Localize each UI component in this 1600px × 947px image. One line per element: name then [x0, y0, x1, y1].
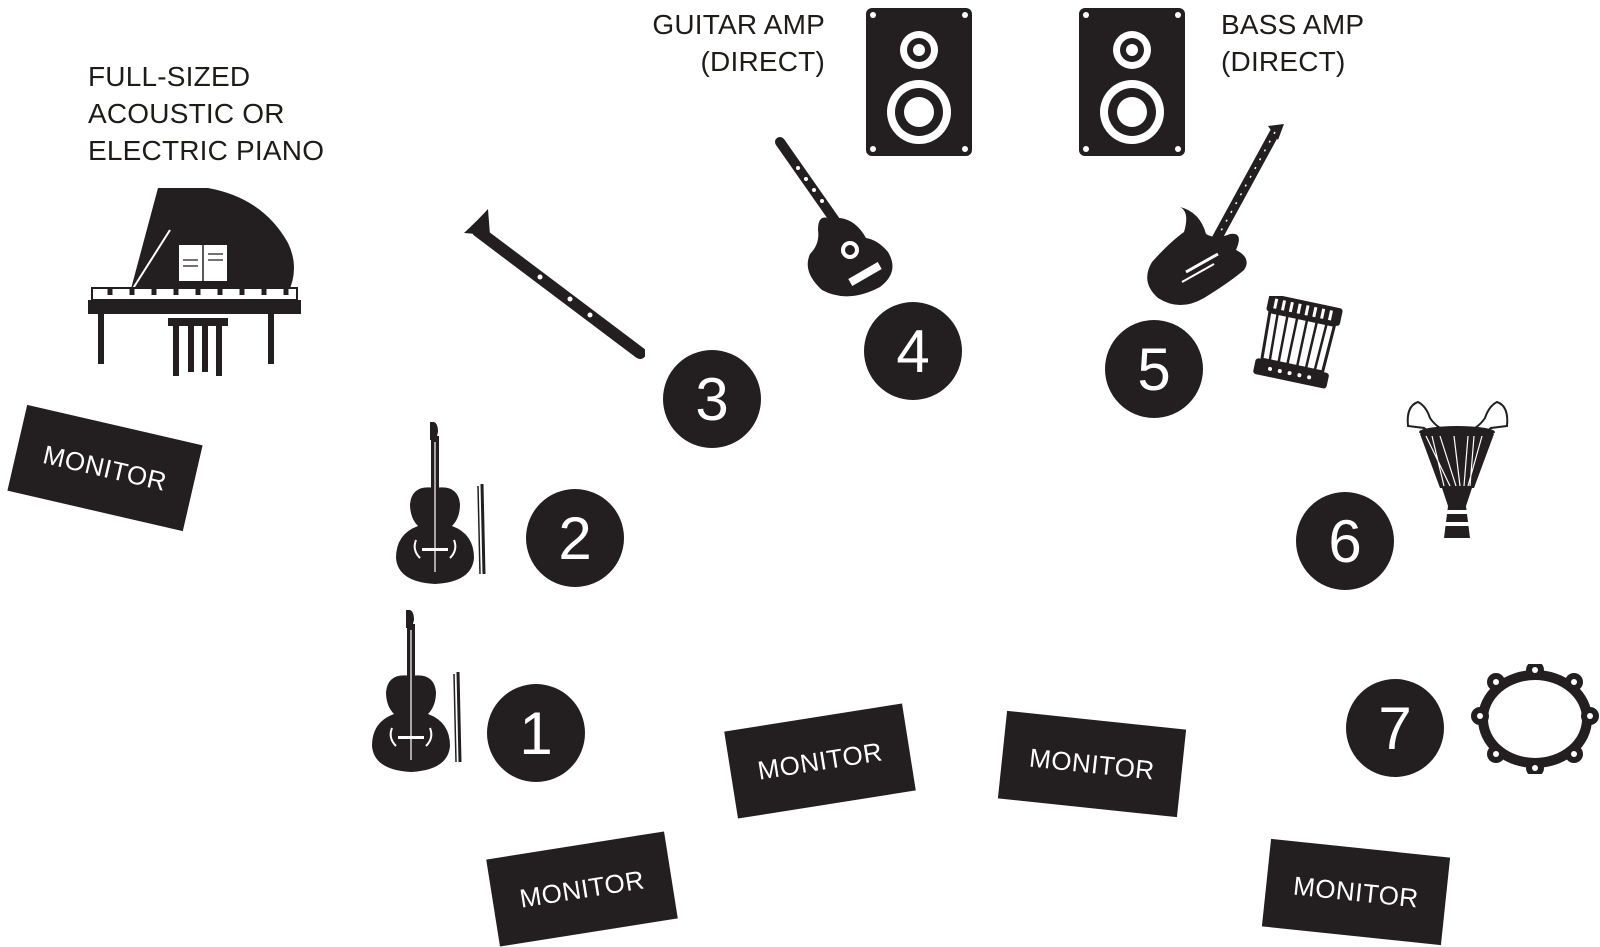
djembe-icon — [1400, 398, 1515, 548]
monitor-left: MONITOR — [7, 404, 203, 532]
clarinet-icon — [460, 205, 645, 360]
grand-piano-icon — [88, 188, 303, 388]
position-5-marker: 5 — [1105, 320, 1203, 418]
position-2-marker: 2 — [526, 489, 624, 587]
position-7-marker: 7 — [1346, 679, 1444, 777]
bass-amp-speaker-icon — [1079, 8, 1185, 156]
accordion-icon — [1250, 296, 1345, 391]
guitar-amp-label-line-1: GUITAR AMP — [652, 9, 825, 40]
piano-label-line-1: FULL-SIZED — [88, 61, 251, 92]
bass-amp-label: BASS AMP (DIRECT) — [1221, 6, 1364, 80]
bass-amp-label-line-2: (DIRECT) — [1221, 46, 1346, 77]
monitor-front-right: MONITOR — [1261, 838, 1451, 946]
position-3-marker: 3 — [663, 350, 761, 448]
position-1-marker: 1 — [487, 684, 585, 782]
position-6-marker: 6 — [1296, 492, 1394, 590]
guitar-amp-label-line-2: (DIRECT) — [700, 46, 825, 77]
monitor-center-right: MONITOR — [997, 710, 1187, 818]
upright-bass-icon-position-2 — [392, 422, 492, 587]
piano-label-line-2: ACOUSTIC OR — [88, 98, 285, 129]
monitor-front-left: MONITOR — [486, 831, 678, 947]
piano-label-line-3: ELECTRIC PIANO — [88, 135, 325, 166]
monitor-center-left: MONITOR — [724, 703, 916, 819]
guitar-amp-speaker-icon — [866, 8, 972, 156]
position-4-marker: 4 — [864, 302, 962, 400]
bass-amp-label-line-1: BASS AMP — [1221, 9, 1365, 40]
piano-label: FULL-SIZED ACOUSTIC OR ELECTRIC PIANO — [88, 58, 324, 169]
tambourine-icon — [1470, 664, 1600, 774]
electric-guitar-icon — [1140, 122, 1290, 312]
guitar-amp-label: GUITAR AMP (DIRECT) — [600, 6, 825, 80]
acoustic-guitar-icon — [770, 132, 910, 302]
upright-bass-icon-position-1 — [368, 610, 468, 775]
